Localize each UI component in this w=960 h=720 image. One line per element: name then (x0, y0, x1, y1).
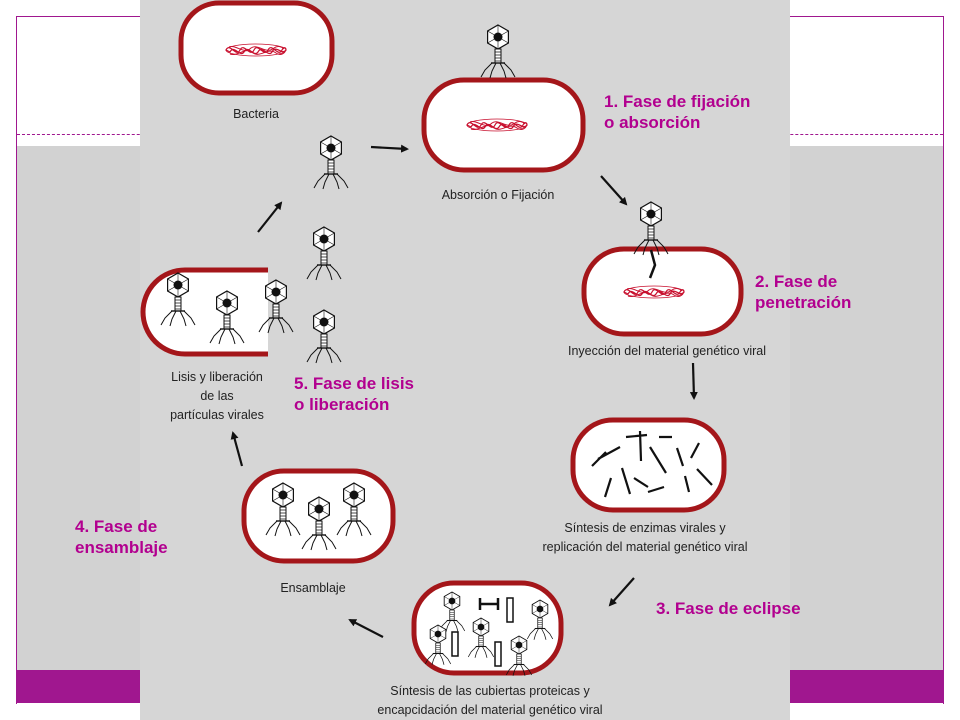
phase-4-line-2: ensamblaje (75, 538, 168, 557)
free-phage-3 (306, 309, 342, 364)
phase-5-label: 5. Fase de lisis o liberación (294, 373, 414, 415)
phase-2-line-1: 2. Fase de (755, 272, 838, 291)
caption-bacteria: Bacteria (233, 107, 279, 121)
phase-1-line-1: 1. Fase de fijación (604, 92, 751, 111)
lysis-cell (140, 267, 294, 357)
caption-lysis-3: partículas virales (170, 408, 264, 422)
arrow-to-absorption (370, 144, 409, 153)
arrow-to-lysis (230, 431, 244, 467)
phase-4-label: 4. Fase de ensamblaje (75, 516, 168, 558)
synthesis-cell (570, 417, 727, 513)
caption-synthesis-2: replicación del material genético viral (543, 540, 748, 554)
assembly-cell (241, 468, 396, 564)
arrow-to-protein-coats (608, 577, 635, 607)
arrow-to-synthesis (689, 362, 698, 400)
phase-3-line-1: 3. Fase de eclipse (656, 599, 801, 618)
caption-injection: Inyección del material genético viral (568, 344, 766, 358)
phase-4-line-1: 4. Fase de (75, 517, 158, 536)
caption-assembly: Ensamblaje (280, 581, 345, 595)
free-phage-1 (313, 135, 349, 190)
caption-synthesis-1: Síntesis de enzimas virales y (564, 521, 726, 535)
phase-2-label: 2. Fase de penetración (755, 271, 851, 313)
phase-5-line-2: o liberación (294, 395, 390, 414)
arrow-to-assembly (348, 619, 384, 638)
arrow-to-injection (600, 175, 628, 206)
phase-2-line-2: penetración (755, 293, 852, 312)
frame-left-line (16, 16, 17, 704)
caption-proteins-1: Síntesis de las cubiertas proteicas y (390, 684, 590, 698)
free-phage-2 (306, 226, 342, 281)
injection-cell (581, 201, 744, 337)
arrow-release (257, 201, 283, 233)
protein-coat-cell (411, 580, 564, 677)
phase-5-line-1: 5. Fase de lisis (294, 374, 415, 393)
frame-right-line (943, 16, 944, 704)
phase-3-label: 3. Fase de eclipse (656, 598, 801, 619)
phase-1-label: 1. Fase de fijación o absorción (604, 91, 750, 133)
caption-absorption: Absorción o Fijación (442, 188, 555, 202)
absorption-cell (421, 24, 586, 173)
caption-proteins-2: encapcidación del material genético vira… (377, 703, 602, 717)
phase-1-line-2: o absorción (604, 113, 701, 132)
caption-lysis-1: Lisis y liberación (171, 370, 263, 384)
caption-lysis-2: de las (200, 389, 233, 403)
bacteria-cell (178, 0, 335, 96)
